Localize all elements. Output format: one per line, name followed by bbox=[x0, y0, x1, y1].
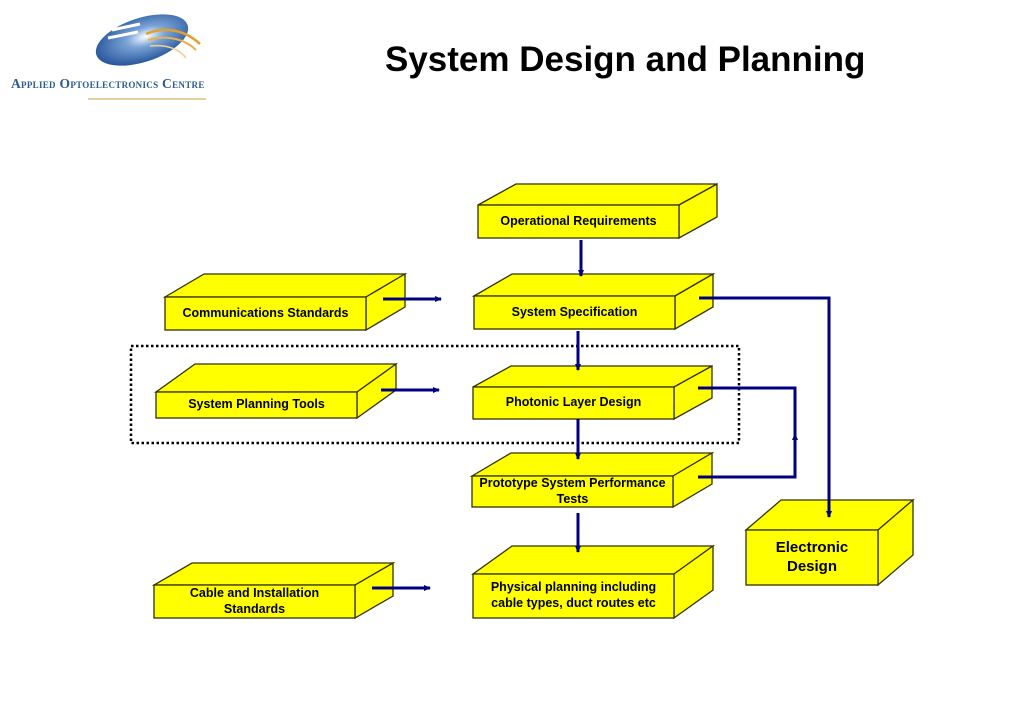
box-communications-standards-label: Communications Standards bbox=[182, 305, 349, 320]
box-communications-standards-shape bbox=[162, 272, 408, 332]
box-front-face bbox=[477, 204, 680, 239]
box-front-face bbox=[472, 386, 675, 420]
box-cable-installation-standards-shape bbox=[151, 561, 396, 620]
box-front-face bbox=[155, 391, 358, 419]
box-top-face bbox=[151, 562, 396, 586]
box-front-face bbox=[164, 296, 367, 331]
box-cable-installation-standards-label: Cable and Installation Standards bbox=[189, 585, 320, 616]
box-photonic-layer-design-shape bbox=[472, 364, 713, 421]
logo: Applied Optoelectronics Centre bbox=[0, 0, 300, 110]
box-front-face bbox=[153, 584, 356, 619]
box-electronic-design-label: Electronic Design bbox=[775, 538, 849, 575]
box-operational-requirements-shape bbox=[477, 182, 718, 240]
box-prototype-tests-shape bbox=[469, 451, 715, 509]
box-operational-requirements-label: Operational Requirements bbox=[500, 213, 657, 228]
box-front-face bbox=[745, 529, 879, 586]
box-front-face bbox=[472, 573, 675, 619]
logo-underline bbox=[88, 98, 206, 100]
box-top-face bbox=[470, 545, 716, 575]
box-top-face bbox=[472, 365, 713, 388]
box-physical-planning-label: Physical planning including cable types,… bbox=[490, 580, 657, 610]
box-top-face bbox=[471, 273, 716, 297]
box-top-face bbox=[477, 183, 718, 206]
page-title: System Design and Planning bbox=[385, 40, 866, 79]
box-photonic-layer-design-label: Photonic Layer Design bbox=[505, 395, 642, 410]
box-system-specification-shape bbox=[471, 272, 716, 331]
box-top-face bbox=[469, 452, 715, 477]
arrow-sysspec-to-electronic bbox=[699, 296, 832, 518]
logo-text: Applied Optoelectronics Centre bbox=[11, 76, 205, 91]
box-top-face bbox=[153, 363, 399, 393]
box-physical-planning-shape bbox=[470, 544, 716, 620]
box-system-planning-tools-label: System Planning Tools bbox=[188, 397, 325, 412]
arrow-prototype-feedback-to-photonic bbox=[698, 386, 797, 479]
box-front-face bbox=[471, 475, 674, 508]
dotted-group-border bbox=[129, 344, 741, 445]
box-system-specification-label: System Specification bbox=[511, 304, 638, 319]
box-front-face bbox=[473, 295, 676, 330]
box-system-planning-tools-shape bbox=[153, 362, 399, 420]
box-prototype-tests-label: Prototype System Performance Tests bbox=[479, 475, 666, 506]
logo-emblem-icon bbox=[95, 14, 201, 66]
box-top-face bbox=[162, 273, 408, 298]
